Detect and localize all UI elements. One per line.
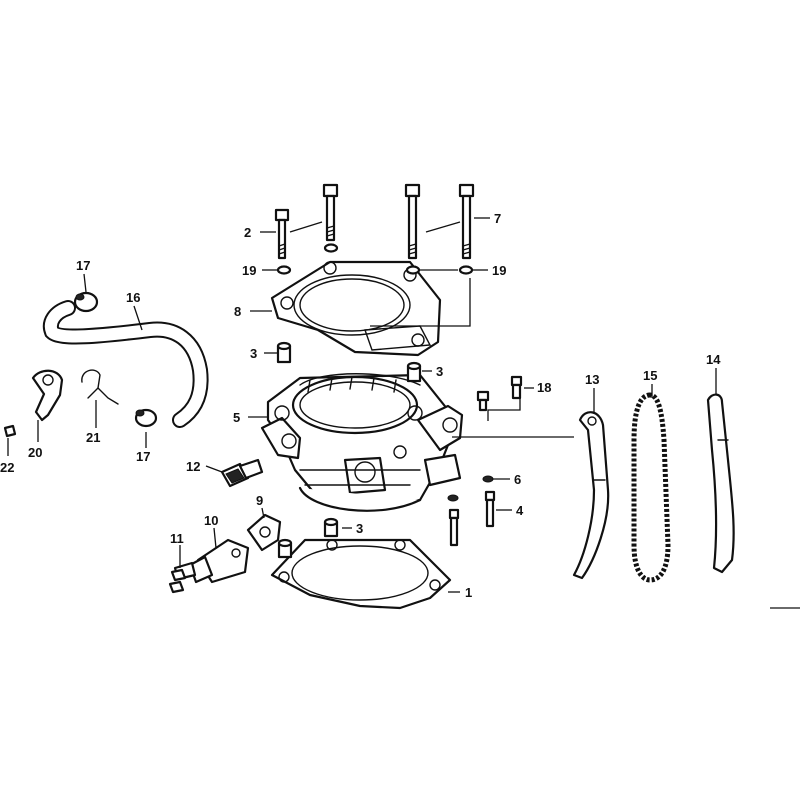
callout-17-bottom: 17 bbox=[136, 449, 150, 464]
callout-8: 8 bbox=[234, 304, 241, 319]
callout-10: 10 bbox=[204, 513, 218, 528]
hose-bracket bbox=[31, 369, 64, 422]
callout-19-left: 19 bbox=[242, 263, 256, 278]
base-gasket bbox=[270, 538, 452, 610]
cam-chain-tensioner bbox=[173, 538, 250, 584]
cylinder-bolts bbox=[274, 183, 475, 260]
callout-19-right: 19 bbox=[492, 263, 506, 278]
callout-6: 6 bbox=[514, 472, 521, 487]
cam-chain bbox=[631, 392, 671, 583]
temperature-sensor bbox=[220, 458, 264, 488]
cam-chain-guide bbox=[572, 411, 610, 580]
head-gasket bbox=[270, 260, 442, 357]
callout-16: 16 bbox=[126, 290, 140, 305]
tensioner-gasket bbox=[246, 513, 282, 552]
tensioner-bolts bbox=[168, 568, 187, 594]
callout-20: 20 bbox=[28, 445, 42, 460]
callout-4: 4 bbox=[516, 503, 524, 518]
callout-5: 5 bbox=[233, 410, 240, 425]
callout-14: 14 bbox=[706, 352, 721, 367]
callout-3-lower: 3 bbox=[356, 521, 363, 536]
small-bolts bbox=[447, 375, 523, 547]
hose-clip bbox=[81, 369, 119, 405]
hose-clamps bbox=[73, 291, 158, 428]
callout-3-upper: 3 bbox=[250, 346, 257, 361]
callout-17-top: 17 bbox=[76, 258, 90, 273]
washers bbox=[276, 243, 474, 275]
callout-12: 12 bbox=[186, 459, 200, 474]
callout-1: 1 bbox=[465, 585, 472, 600]
callout-2: 2 bbox=[244, 225, 251, 240]
callout-3-right: 3 bbox=[436, 364, 443, 379]
callout-labels: 1 2 3 3 3 4 5 6 7 8 9 10 11 12 13 14 15 … bbox=[0, 211, 721, 600]
bracket-bolt bbox=[3, 424, 17, 438]
leader-lines bbox=[7, 217, 800, 609]
callout-21: 21 bbox=[86, 430, 100, 445]
callout-15: 15 bbox=[643, 368, 657, 383]
callout-13: 13 bbox=[585, 372, 599, 387]
cylinder-block bbox=[260, 373, 464, 512]
cam-chain-tensioner-slipper bbox=[706, 393, 735, 574]
callout-22: 22 bbox=[0, 460, 14, 475]
callout-9: 9 bbox=[256, 493, 263, 508]
dowel-pins bbox=[276, 341, 422, 559]
water-hose bbox=[42, 300, 209, 428]
callout-18: 18 bbox=[537, 380, 551, 395]
callout-7: 7 bbox=[494, 211, 501, 226]
callout-11: 11 bbox=[170, 531, 184, 546]
